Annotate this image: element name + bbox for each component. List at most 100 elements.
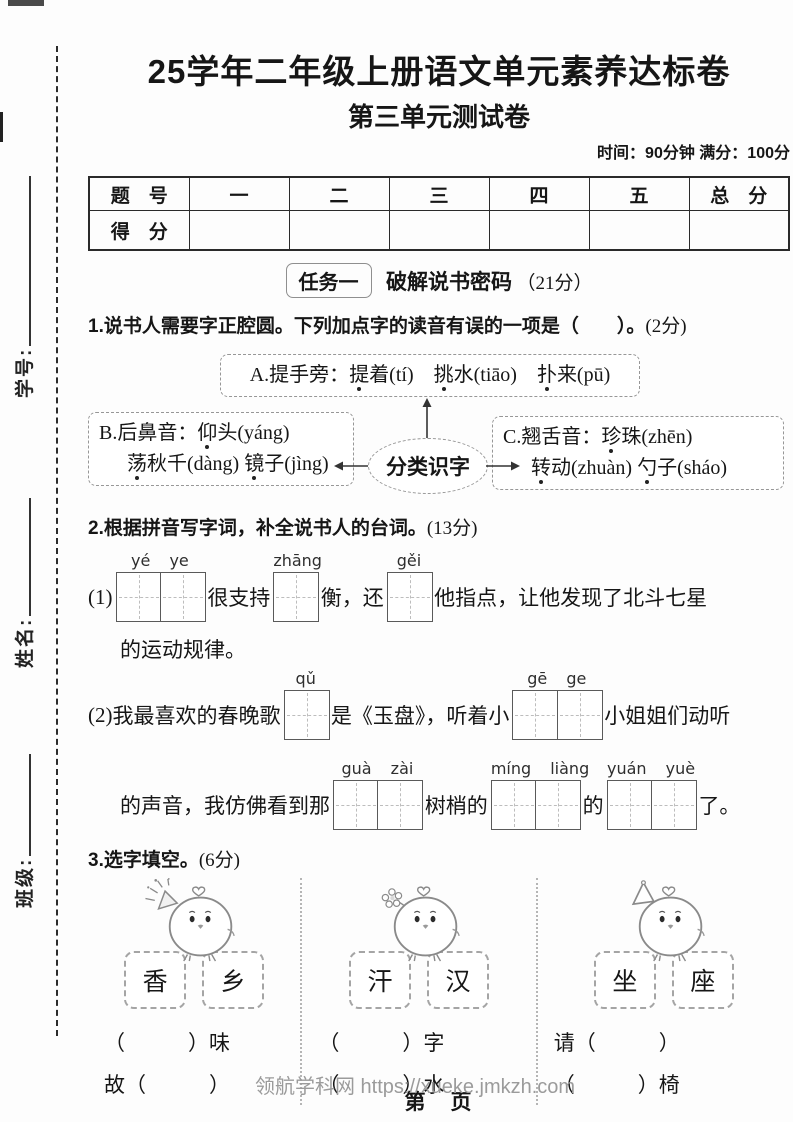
- question-3-text: 3.选字填空。(6分): [88, 848, 790, 874]
- name-field: 姓名:: [10, 497, 37, 668]
- writing-box[interactable]: qǔ: [283, 669, 330, 740]
- writing-box[interactable]: yé ye: [115, 551, 206, 622]
- fill-blank-line[interactable]: 请（ ）: [553, 1031, 680, 1055]
- score-row-label: 得 分: [88, 210, 190, 251]
- choice-char-box[interactable]: 汗: [349, 951, 412, 1009]
- fill-blank-line[interactable]: （ ）字: [318, 1031, 445, 1055]
- question-1-stem: 1.说书人需要字正腔圆。下列加点字的读音有误的一项是: [88, 316, 560, 337]
- seal-dashed-line: [56, 46, 58, 1036]
- writing-cell[interactable]: [651, 780, 698, 830]
- answer-blank[interactable]: （ ）: [559, 316, 627, 337]
- choice-char-box[interactable]: 汉: [427, 951, 490, 1009]
- score-cell[interactable]: [588, 210, 690, 251]
- score-header-cell: 一: [188, 176, 290, 211]
- sentence-text: 我最喜欢的春晚歌: [112, 704, 281, 728]
- class-label: 班级:: [15, 857, 36, 908]
- writing-cell[interactable]: [490, 780, 537, 830]
- writing-box[interactable]: gē ge: [512, 669, 603, 740]
- student-id-write-line[interactable]: [27, 175, 31, 346]
- scan-artifact-top-left: [8, 0, 44, 6]
- question-1-text: 1.说书人需要字正腔圆。下列加点字的读音有误的一项是（ ）。(2分): [88, 314, 790, 340]
- writing-cell[interactable]: [535, 780, 582, 830]
- student-id-label: 学号:: [15, 347, 36, 398]
- pinyin-label: qǔ: [295, 669, 316, 688]
- score-header-cell: 题 号: [88, 176, 190, 211]
- question-3-stem: 3.选字填空。: [88, 850, 199, 871]
- paper-body: 25学年二年级上册语文单元素养达标卷 第三单元测试卷 时间：90分钟 满分：10…: [88, 0, 790, 1105]
- student-id-field: 学号:: [10, 175, 37, 398]
- sentence-text: 是《玉盘》，听着小: [330, 704, 510, 728]
- pinyin-label: yé ye: [131, 551, 189, 570]
- option-b-line1: B.后鼻音：仰头(yáng): [99, 422, 290, 444]
- sentence-text: 了。: [698, 794, 741, 818]
- score-cell[interactable]: [188, 210, 290, 251]
- writing-cell[interactable]: [115, 572, 162, 622]
- writing-cell[interactable]: [556, 690, 603, 740]
- writing-cell[interactable]: [606, 780, 653, 830]
- sentence-text: 小姐姐们动听: [604, 704, 731, 728]
- question-1-points: (2分): [645, 316, 687, 337]
- sentence-text: 他指点，让他发现了北斗七星: [434, 586, 708, 610]
- name-write-line[interactable]: [27, 497, 31, 616]
- class-write-line[interactable]: [27, 753, 31, 856]
- option-b-line2: 荡秋千(dàng) 镜子(jìng): [127, 453, 329, 475]
- writing-cell[interactable]: [386, 572, 433, 622]
- sentence-text: 树梢的: [424, 794, 488, 818]
- arrow-left-icon: [334, 461, 368, 471]
- diagram-center-bubble: 分类识字: [368, 438, 488, 494]
- scan-artifact-left-edge: [0, 112, 3, 142]
- writing-cell[interactable]: [333, 780, 379, 830]
- q2-item2-line1: (2) 我最喜欢的春晚歌 qǔ 是《玉盘》，听着小 gē ge 小姐姐们动听: [88, 669, 790, 740]
- page-number-footer: 第 页: [404, 1090, 474, 1114]
- writing-cell[interactable]: [512, 690, 559, 740]
- class-field: 班级:: [10, 753, 37, 908]
- writing-cell[interactable]: [159, 572, 206, 622]
- choice-char-box[interactable]: 乡: [202, 951, 265, 1009]
- pinyin-label: yuán yuè: [606, 759, 696, 778]
- writing-box[interactable]: míng liàng: [490, 759, 589, 830]
- fill-blank-line[interactable]: 故（ ）: [104, 1073, 230, 1097]
- question-3-points: (6分): [198, 850, 241, 871]
- score-cell[interactable]: [488, 210, 590, 251]
- question-2-stem: 2.根据拼音写字词，补全说书人的台词。: [88, 518, 427, 539]
- writing-box[interactable]: guà zài: [333, 759, 424, 830]
- writing-box[interactable]: yuán yuè: [606, 759, 698, 830]
- fill-blank-line[interactable]: （ ）水: [318, 1073, 445, 1097]
- score-cell[interactable]: [388, 210, 490, 251]
- chick-with-party-hat-illustration: [631, 880, 705, 962]
- page-title: 25学年二年级上册语文单元素养达标卷: [147, 53, 731, 90]
- choice-char-box[interactable]: 香: [124, 951, 187, 1009]
- choice-char-box[interactable]: 坐: [593, 951, 656, 1009]
- sentence-text: 的: [582, 794, 604, 818]
- task-banner: 任务一 破解说书密码 （21分）: [88, 263, 790, 298]
- writing-cell[interactable]: [273, 572, 320, 622]
- score-cell[interactable]: [688, 210, 790, 251]
- writing-cell[interactable]: [377, 780, 424, 830]
- option-a-box: A.提手旁：提着(tí) 挑水(tiāo) 扑来(pū): [220, 354, 640, 397]
- q2-item1-line2: 的运动规律。: [120, 634, 790, 664]
- writing-cell[interactable]: [283, 690, 330, 740]
- writing-box[interactable]: gěi: [386, 551, 433, 622]
- option-a-text: A.提手旁：提着(tí) 挑水(tiāo) 扑来(pū): [249, 364, 611, 386]
- choice-char-row: 坐 座: [593, 951, 734, 1009]
- score-cell[interactable]: [288, 210, 390, 251]
- item-number: (2): [88, 702, 113, 727]
- pinyin-label: zhāng: [273, 551, 322, 570]
- choice-char-box[interactable]: 座: [671, 951, 734, 1009]
- score-table-score-row: 得 分: [88, 210, 790, 251]
- chick-with-party-popper-illustration: [145, 878, 236, 962]
- page-subtitle: 第三单元测试卷: [347, 102, 530, 132]
- arrow-right-icon: [486, 461, 520, 471]
- fill-blank-line[interactable]: （ ）味: [104, 1031, 230, 1055]
- q3-group-2: 汗 汉 （ ）字 （ ）水: [300, 878, 535, 1105]
- sentence-text: 衡，还: [320, 586, 384, 610]
- option-c-line2: 转动(zhuàn) 勺子(sháo): [531, 457, 728, 479]
- chick-with-flower-illustration: [381, 886, 460, 962]
- writing-box[interactable]: zhāng: [273, 551, 322, 622]
- arrow-up-icon: [422, 398, 432, 438]
- choice-char-row: 汗 汉: [349, 951, 490, 1009]
- fill-blank-line[interactable]: （ ）椅: [553, 1073, 680, 1097]
- question-2-points: (13分): [426, 518, 478, 539]
- classification-diagram: A.提手旁：提着(tí) 挑水(tiāo) 扑来(pū) B.后鼻音：仰头(yá…: [88, 354, 790, 502]
